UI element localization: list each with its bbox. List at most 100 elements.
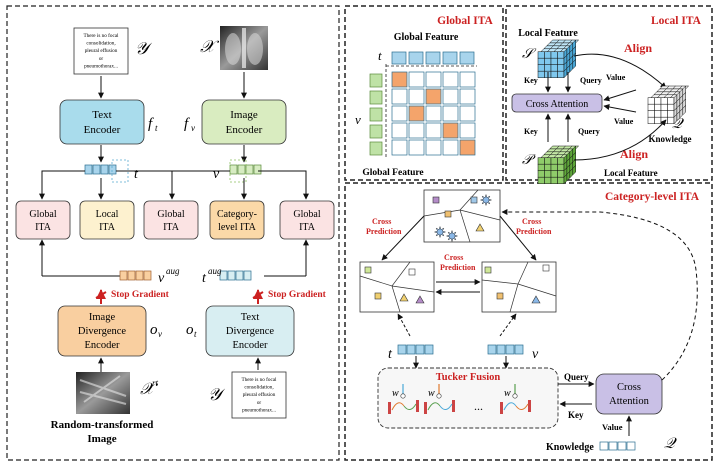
class-square (432, 196, 440, 204)
cross-prediction-left-line1: Cross (372, 217, 391, 226)
cube-cell (557, 163, 565, 171)
cube-cell (537, 64, 545, 72)
image-div-line1: Image (89, 312, 116, 323)
cube-cell (660, 116, 668, 124)
cube-cell (557, 51, 565, 59)
cube-cell (557, 64, 565, 72)
tucker-w-symbol: w (428, 388, 435, 399)
cube-cell (537, 157, 545, 165)
similarity-cell (408, 122, 425, 139)
cube-cell (537, 70, 545, 78)
cat-cross-attention-box (595, 373, 663, 415)
vector-cell (100, 164, 109, 175)
class-star (479, 193, 493, 207)
cube-cell (667, 103, 675, 111)
cube-cell (550, 157, 558, 165)
report-line: or (99, 56, 104, 62)
image-div-line2: Divergence (78, 326, 127, 337)
vector-cell (135, 270, 144, 281)
random-label-line1: Random-transformed (51, 419, 154, 431)
similarity-cell (408, 88, 425, 105)
report-document-bottom (231, 371, 287, 419)
vector-cell (237, 164, 246, 175)
ita-box-label: Global (157, 209, 184, 220)
value-top-label: Value (606, 73, 626, 82)
cube-cell (550, 51, 558, 59)
similarity-cell (425, 88, 442, 105)
similarity-cell (459, 88, 476, 105)
fv-subscript: v (191, 123, 195, 133)
ft-symbol: f (148, 116, 154, 132)
ita-box-label: Local (96, 209, 119, 220)
value-bottom-label: Value (614, 117, 634, 126)
tucker-bar (424, 402, 427, 414)
similarity-cell (408, 139, 425, 156)
cat-knowledge-label: Knowledge (546, 442, 594, 453)
report-line: There is no focal (241, 376, 277, 383)
cross-prediction-mid-line1: Cross (444, 253, 463, 262)
similarity-cell (459, 71, 476, 88)
cat-text-vector (397, 344, 434, 355)
class-square (364, 266, 372, 274)
vector-cell (487, 344, 497, 355)
text-div-line1: Text (241, 312, 260, 323)
global-ita-panel-border (344, 5, 504, 181)
category-ita-panel-border (344, 182, 713, 461)
tucker-w-symbol: w (392, 388, 399, 399)
cube-cell (557, 170, 565, 178)
cross-prediction-left-line2: Prediction (366, 227, 402, 236)
cube-cell (654, 103, 662, 111)
global-ita-title: Global ITA (437, 15, 493, 27)
local-feature-top-label: Local Feature (518, 28, 578, 39)
t-vector-cell (408, 51, 424, 65)
ov-subscript: v (158, 329, 162, 339)
similarity-cell (459, 139, 476, 156)
t-aug-symbol: t (202, 271, 207, 286)
image-divergence-encoder-box (57, 305, 147, 357)
local-ita-panel-border (505, 5, 713, 181)
vector-cell (227, 270, 236, 281)
p-symbol: 𝒫 (522, 153, 536, 168)
vector-cell (245, 164, 254, 175)
ft-subscript: t (155, 123, 158, 133)
ita-box-label: Category- (217, 209, 257, 220)
ita-box-label: ITA (99, 222, 116, 233)
t-aug-vector (219, 270, 252, 281)
cat-image-vector (487, 344, 524, 355)
knowledge-vector (599, 441, 636, 451)
vector-cell (119, 270, 128, 281)
report-line: pleural effusion (243, 391, 276, 398)
v-vector-cell (369, 107, 383, 122)
cat-cross-attention-line2: Attention (609, 396, 649, 407)
similarity-cell (391, 71, 408, 88)
cube-cell (537, 170, 545, 178)
vector-cell (505, 344, 515, 355)
tucker-bar (388, 402, 391, 414)
vector-cell (397, 344, 407, 355)
t-vector-cell (442, 51, 458, 65)
tucker-fusion-label: Tucker Fusion (436, 372, 501, 383)
local-feature-cube-s (537, 39, 580, 79)
vector-cell (608, 441, 618, 451)
text-feature-vector (84, 164, 117, 175)
similarity-cell (408, 71, 425, 88)
report-line: consolidation, (86, 41, 115, 47)
vector-cell (84, 164, 93, 175)
cube-cell (537, 51, 545, 59)
cube-cell (647, 97, 655, 105)
image-feature-vector (229, 164, 262, 175)
vector-cell (415, 344, 425, 355)
knowledge-label-local: Knowledge (648, 134, 691, 144)
cube-cell (537, 57, 545, 65)
cube-cell (654, 97, 662, 105)
cube-cell (647, 116, 655, 124)
global-v-symbol: v (355, 112, 361, 127)
category-ita-title: Category-level ITA (605, 191, 700, 203)
key-bottom-label: Key (524, 127, 538, 136)
similarity-cell (442, 71, 459, 88)
text-encoder-line1: Text (92, 109, 111, 121)
ita-boxes-row: GlobalITALocalITAGlobalITACategory-level… (15, 200, 335, 240)
local-cross-attention-box (511, 93, 603, 113)
